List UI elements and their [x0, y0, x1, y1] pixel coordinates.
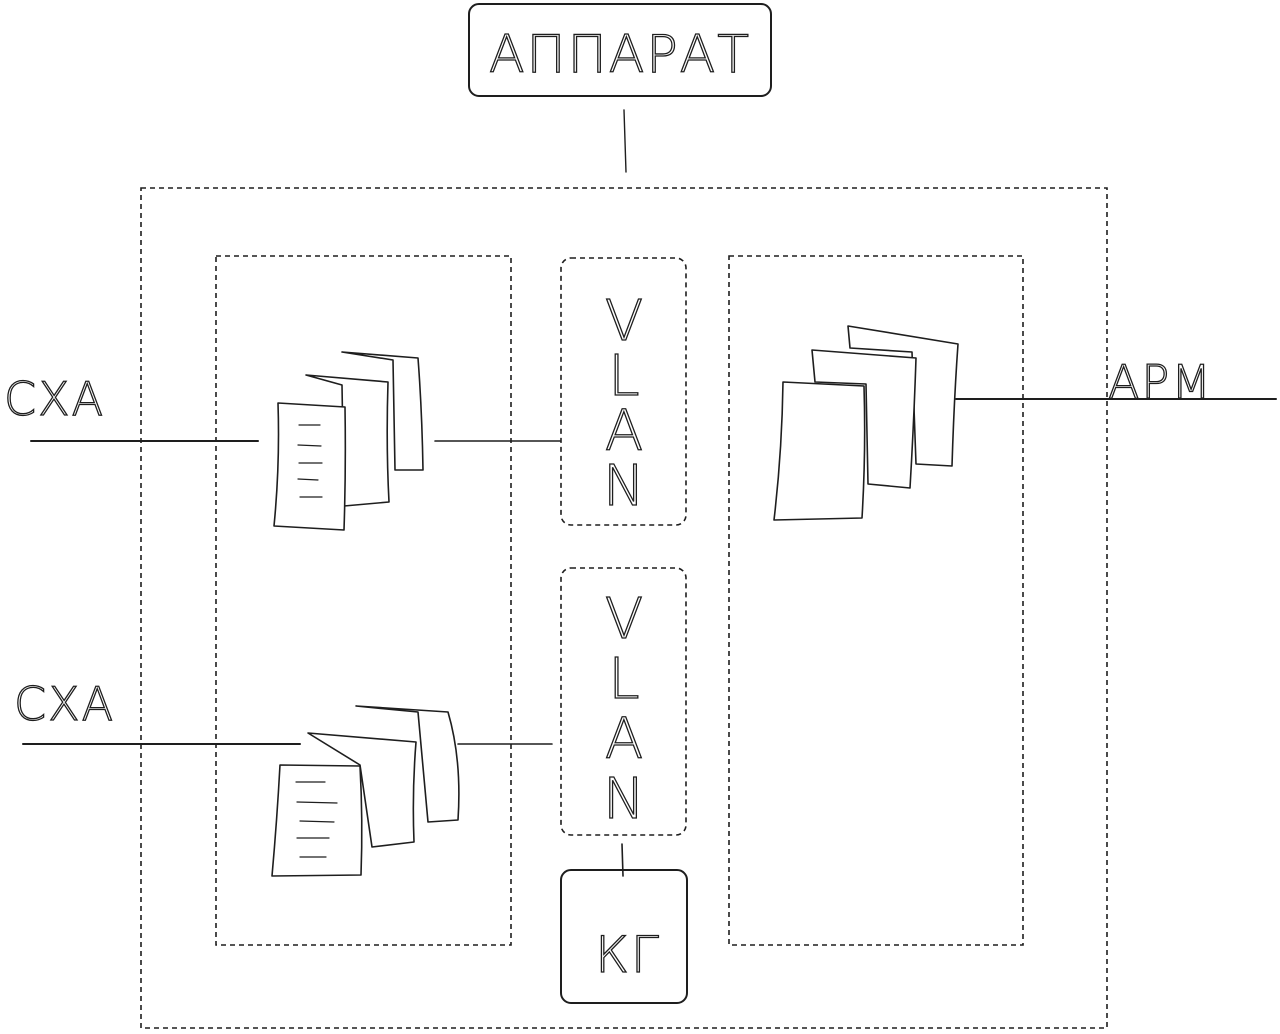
document-stack-icon-top	[273, 351, 561, 531]
crypto-box: КГ	[560, 869, 688, 1004]
left-label-top: СХА	[4, 372, 105, 426]
outer-frame	[140, 187, 1108, 1029]
vlan-1-letter-v: V	[605, 289, 643, 354]
crypto-label: КГ	[595, 926, 661, 984]
device-label: АППАРАТ	[489, 25, 751, 85]
left-segment-frame	[215, 255, 512, 946]
right-label: АРМ	[1108, 355, 1213, 409]
document-stack-icon-right	[773, 325, 959, 521]
vlan-1-letter-l: L	[608, 344, 639, 409]
device-box: АППАРАТ	[468, 3, 772, 97]
left-label-bottom: СХА	[14, 677, 115, 731]
document-stack-icon-bottom	[271, 705, 553, 877]
right-segment-frame	[728, 255, 1024, 946]
vlan-1-letter-a: A	[605, 399, 643, 464]
vlan-to-crypto-line	[621, 843, 624, 877]
vlan-2-letter-a: A	[605, 707, 643, 772]
vlan-box-1: V L A N	[560, 257, 687, 526]
device-connector-line	[623, 109, 627, 173]
vlan-2-letter-v: V	[605, 587, 643, 652]
vlan-box-2: V L A N	[560, 567, 687, 836]
vlan-1-letter-n: N	[603, 454, 645, 519]
vlan-2-letter-n: N	[603, 767, 645, 832]
vlan-2-letter-l: L	[608, 647, 639, 712]
